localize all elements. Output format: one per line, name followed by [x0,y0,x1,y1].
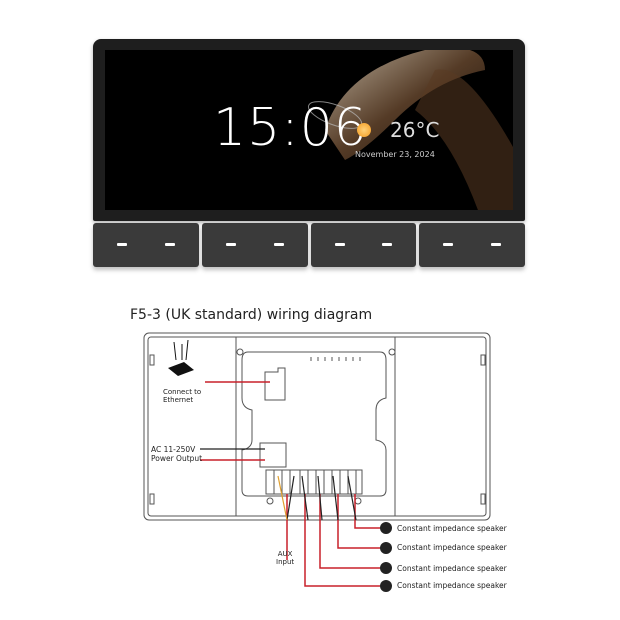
power-label-line1: AC 11-250V [151,445,196,454]
led-indicator [164,243,175,246]
clock-time: 15:06 [213,98,368,158]
power-label: AC 11-250V Power Output [151,445,203,463]
smart-panel-device: 15:06 26°C November 23, 2024 [93,39,525,269]
ethernet-label-line2: Ethernet [163,396,194,405]
led-indicator [117,243,127,246]
ethernet-label-line1: Connect to [163,388,202,396]
ethernet-label: Connect to Ethernet [163,388,201,404]
led-indicator [225,243,236,246]
led-indicator [273,243,284,246]
sun-icon [357,123,371,137]
speaker-label: Constant impedance speaker [397,543,507,552]
speaker-label: Constant impedance speaker [397,564,507,573]
led-indicator [491,243,501,246]
speaker-label: Constant impedance speaker [397,581,507,590]
speaker-icon [380,522,392,592]
display-screen[interactable]: 15:06 26°C November 23, 2024 [105,50,513,210]
screen-bezel: 15:06 26°C November 23, 2024 [93,39,525,221]
router-icon [168,339,194,376]
led-indicator [443,243,454,246]
key-2[interactable] [201,223,308,267]
aux-label-line2: Input [276,558,295,567]
speaker-label: Constant impedance speaker [397,524,507,533]
aux-label-line1: AUX [277,550,293,558]
aux-label: AUX Input [276,550,294,566]
led-indicator [334,243,345,246]
power-label-line2: Power Output [151,453,203,463]
button-strip [93,223,525,267]
key-3[interactable] [310,223,417,267]
key-4[interactable] [419,223,525,267]
date: November 23, 2024 [355,150,435,159]
diagram-title: F5-3 (UK standard) wiring diagram [130,307,373,323]
temperature: 26°C [390,118,440,142]
led-indicator [382,243,393,246]
key-1[interactable] [93,223,199,267]
